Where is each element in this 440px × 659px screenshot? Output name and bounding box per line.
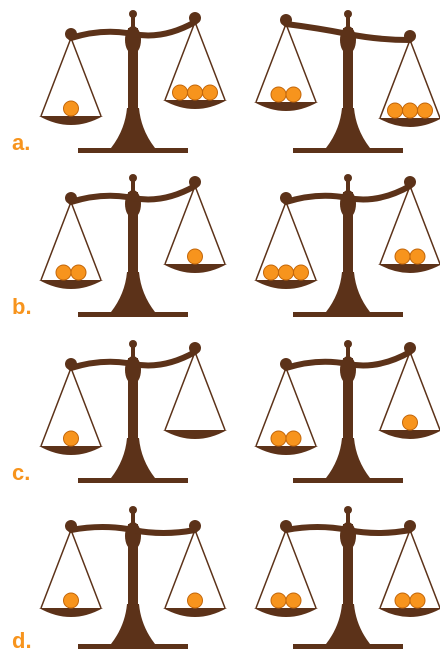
scale-base: [78, 148, 188, 153]
pan-string-right: [195, 352, 225, 430]
row-label-a: a.: [12, 132, 30, 154]
weight-ball: [410, 593, 425, 608]
weight-ball: [418, 103, 433, 118]
weight-ball: [64, 101, 79, 116]
weight-ball: [173, 85, 188, 100]
scale-finial-stem: [346, 14, 350, 28]
pan-left: [39, 446, 103, 455]
pan-right: [378, 430, 440, 439]
scale-base: [78, 644, 188, 649]
weight-ball: [395, 249, 410, 264]
scale-r0-c1: [254, 10, 440, 153]
scale-r0-c0: [39, 10, 227, 153]
pan-left: [39, 280, 103, 289]
weight-ball: [395, 593, 410, 608]
pan-right: [163, 100, 227, 109]
weight-ball: [188, 593, 203, 608]
weight-ball: [64, 593, 79, 608]
row-label-c: c.: [12, 462, 30, 484]
weight-ball: [286, 431, 301, 446]
weight-ball: [188, 85, 203, 100]
scale-base: [78, 312, 188, 317]
weight-ball: [56, 265, 71, 280]
weight-ball: [294, 265, 309, 280]
scale-finial-stem: [131, 14, 135, 28]
weight-ball: [203, 85, 218, 100]
scale-r3-c1: [254, 506, 440, 649]
weight-ball: [271, 431, 286, 446]
scale-base: [78, 478, 188, 483]
scale-r2-c0: [39, 340, 227, 483]
row-label-b: b.: [12, 296, 32, 318]
scale-base: [293, 148, 403, 153]
weight-ball: [286, 87, 301, 102]
pan-right: [163, 264, 227, 273]
scale-finial-stem: [131, 178, 135, 192]
weight-ball: [188, 249, 203, 264]
scale-base: [293, 312, 403, 317]
weight-ball: [64, 431, 79, 446]
pan-left: [254, 102, 318, 111]
scale-finial-stem: [131, 510, 135, 524]
weight-ball: [279, 265, 294, 280]
weight-ball: [410, 249, 425, 264]
scale-beam: [286, 527, 410, 533]
weight-ball: [271, 593, 286, 608]
scale-r1-c1: [254, 174, 440, 317]
pan-right: [163, 430, 227, 439]
pan-left: [254, 608, 318, 617]
weight-ball: [271, 87, 286, 102]
pan-left: [254, 446, 318, 455]
weight-ball: [286, 593, 301, 608]
pan-right: [378, 118, 440, 127]
pan-right: [378, 264, 440, 273]
pan-right: [163, 608, 227, 617]
pan-left: [254, 280, 318, 289]
scale-r2-c1: [254, 340, 440, 483]
scale-finial-stem: [346, 510, 350, 524]
weight-ball: [403, 103, 418, 118]
scale-finial-stem: [131, 344, 135, 358]
scale-r3-c0: [39, 506, 227, 649]
weight-ball: [388, 103, 403, 118]
scale-finial-stem: [346, 344, 350, 358]
weight-ball: [403, 415, 418, 430]
weight-ball: [264, 265, 279, 280]
scale-r1-c0: [39, 174, 227, 317]
pan-left: [39, 116, 103, 125]
pan-right: [378, 608, 440, 617]
scale-beam: [71, 527, 195, 533]
scale-base: [293, 644, 403, 649]
pan-left: [39, 608, 103, 617]
scale-finial-stem: [346, 178, 350, 192]
weight-ball: [71, 265, 86, 280]
scale-base: [293, 478, 403, 483]
row-label-d: d.: [12, 630, 32, 652]
